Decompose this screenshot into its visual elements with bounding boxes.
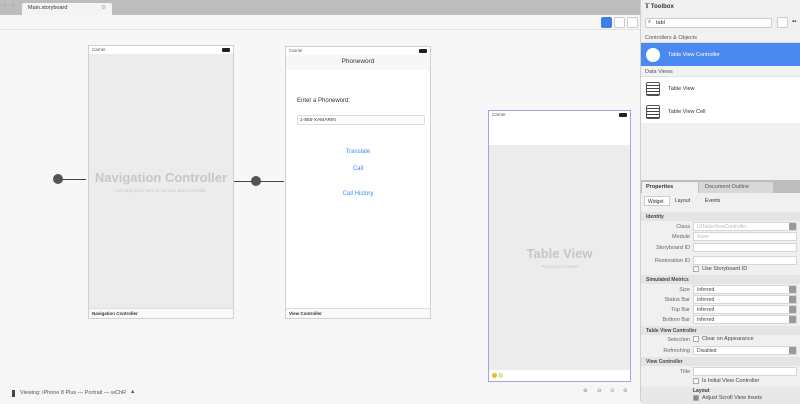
segue-icon[interactable] xyxy=(251,176,261,186)
toolbox-title: 𝕋 Toolbox xyxy=(645,4,674,10)
top-bar-select[interactable]: Inferred xyxy=(693,305,797,314)
bottom-bar-select[interactable]: Inferred xyxy=(693,315,797,324)
nav-bar-title: Phoneword xyxy=(286,55,430,70)
zoom-fit-icon[interactable]: ⊙ xyxy=(610,388,615,394)
section-simulated-metrics: Simulated Metrics xyxy=(641,275,800,284)
layout-label: Layout xyxy=(693,388,710,394)
toolbox-item-table-view-controller[interactable]: Table View Controller xyxy=(641,43,800,66)
tab-label: Main.storyboard xyxy=(28,5,68,11)
toolbox-item-table-view-cell[interactable]: Table View Cell xyxy=(641,100,800,123)
view-controller-scene[interactable]: Carrier Phoneword Enter a Phoneword: 1-8… xyxy=(285,46,431,319)
table-view-cell-icon xyxy=(646,104,660,119)
scene-label: Navigation Controller xyxy=(89,308,233,318)
carrier-label: Carrier xyxy=(92,47,106,52)
subtab-layout[interactable]: Layout xyxy=(675,198,691,204)
battery-icon xyxy=(419,49,427,53)
list-view-button[interactable] xyxy=(777,17,788,28)
entry-arrow xyxy=(62,179,86,180)
forward-button[interactable]: › xyxy=(12,3,14,9)
tab-close-icon[interactable]: ⚙ xyxy=(101,5,106,11)
designer-toolbar xyxy=(0,15,640,30)
prompt-label: Enter a Phoneword: xyxy=(297,98,351,104)
table-view-controller-icon xyxy=(646,47,660,62)
nav-title: Navigation Controller xyxy=(94,170,228,185)
bottom-bar: Viewing: iPhone 8 Plus — Portrait — wChR… xyxy=(0,385,640,401)
module-field[interactable]: None xyxy=(693,232,797,241)
side-panel: 𝕋 Toolbox ⌕tabl ▪▪ Controllers & Objects… xyxy=(640,0,800,404)
title-field[interactable] xyxy=(693,367,797,376)
is-initial-view-controller-checkbox[interactable]: Is Initial View Controller xyxy=(693,378,759,384)
table-view-controller-scene[interactable]: Carrier Table View Prototype Content xyxy=(488,110,631,382)
section-data-views[interactable]: Data Views xyxy=(641,67,800,77)
restoration-id-field[interactable] xyxy=(693,256,797,265)
section-identity: Identity xyxy=(641,212,800,221)
zoom-out-icon[interactable]: ⊖ xyxy=(597,388,602,394)
table-view-icon xyxy=(646,81,660,96)
nav-hint: Ctrl+drag from here to set root view con… xyxy=(115,188,207,193)
call-button[interactable]: Call xyxy=(352,166,364,172)
storyboard-canvas[interactable]: Carrier Navigation Controller Ctrl+drag … xyxy=(0,31,640,385)
table-view-title: Table View xyxy=(526,246,593,261)
zoom-reset-icon[interactable]: ⊚ xyxy=(623,388,628,394)
toolbox-icon: 𝕋 xyxy=(645,4,651,10)
tab-properties[interactable]: Properties xyxy=(642,182,698,193)
tab-document-outline[interactable]: Document Outline xyxy=(699,182,773,193)
clear-on-appearance-checkbox[interactable]: Clear on Appearance xyxy=(693,336,754,342)
exit-icon[interactable] xyxy=(498,373,503,378)
section-table-view-controller: Table View Controller xyxy=(641,326,800,335)
scene-label: View Controller xyxy=(286,308,430,318)
storyboard-id-field[interactable] xyxy=(693,243,797,252)
tab-bar: ‹ › Main.storyboard ⚙ xyxy=(0,0,640,15)
battery-icon xyxy=(619,113,627,117)
search-icon: ⌕ xyxy=(648,19,652,25)
status-bar-select[interactable]: Inferred xyxy=(693,295,797,304)
refreshing-select[interactable]: Disabled xyxy=(693,346,797,355)
class-select[interactable]: UITableViewController xyxy=(693,222,797,231)
section-controllers[interactable]: Controllers & Objects xyxy=(641,33,800,43)
table-view-subtitle: Prototype Content xyxy=(541,264,578,269)
call-history-button[interactable]: Call History xyxy=(342,191,374,197)
grid-view-button[interactable]: ▪▪ xyxy=(792,19,797,25)
navigation-controller-scene[interactable]: Carrier Navigation Controller Ctrl+drag … xyxy=(88,45,234,319)
toolbox-search-input[interactable]: ⌕tabl xyxy=(645,18,772,28)
toolbox-item-table-view[interactable]: Table View xyxy=(641,77,800,100)
first-responder-icon[interactable] xyxy=(492,373,497,378)
nav-placeholder: Navigation Controller Ctrl+drag from her… xyxy=(89,54,233,309)
size-select[interactable]: Inferred xyxy=(693,285,797,294)
device-icon xyxy=(12,390,15,397)
eject-icon[interactable]: ▲ xyxy=(130,389,136,395)
use-storyboard-id-checkbox[interactable]: Use Storyboard ID xyxy=(693,266,747,272)
carrier-label: Carrier xyxy=(289,48,303,53)
phoneword-field[interactable]: 1-855-XAMARIN xyxy=(297,115,425,125)
frame-button[interactable] xyxy=(627,17,638,28)
battery-icon xyxy=(222,48,230,52)
tab-main-storyboard[interactable]: Main.storyboard ⚙ xyxy=(22,3,112,15)
back-button[interactable]: ‹ xyxy=(4,3,6,9)
carrier-label: Carrier xyxy=(492,112,506,117)
zoom-in-icon[interactable]: ⊕ xyxy=(583,388,588,394)
translate-button[interactable]: Translate xyxy=(345,149,371,155)
constraints-button[interactable] xyxy=(614,17,625,28)
entry-point-icon[interactable] xyxy=(53,174,63,184)
ios-design-button[interactable] xyxy=(601,17,612,28)
subtab-widget[interactable]: Widget xyxy=(644,196,670,206)
table-view-placeholder: Table View Prototype Content xyxy=(489,145,630,370)
section-view-controller: View Controller xyxy=(641,357,800,366)
subtab-events[interactable]: Events xyxy=(705,198,721,204)
viewing-label[interactable]: Viewing: iPhone 8 Plus — Portrait — wChR xyxy=(20,390,126,396)
adjust-scroll-view-insets-checkbox[interactable]: Adjust Scroll View Insets xyxy=(693,395,762,401)
